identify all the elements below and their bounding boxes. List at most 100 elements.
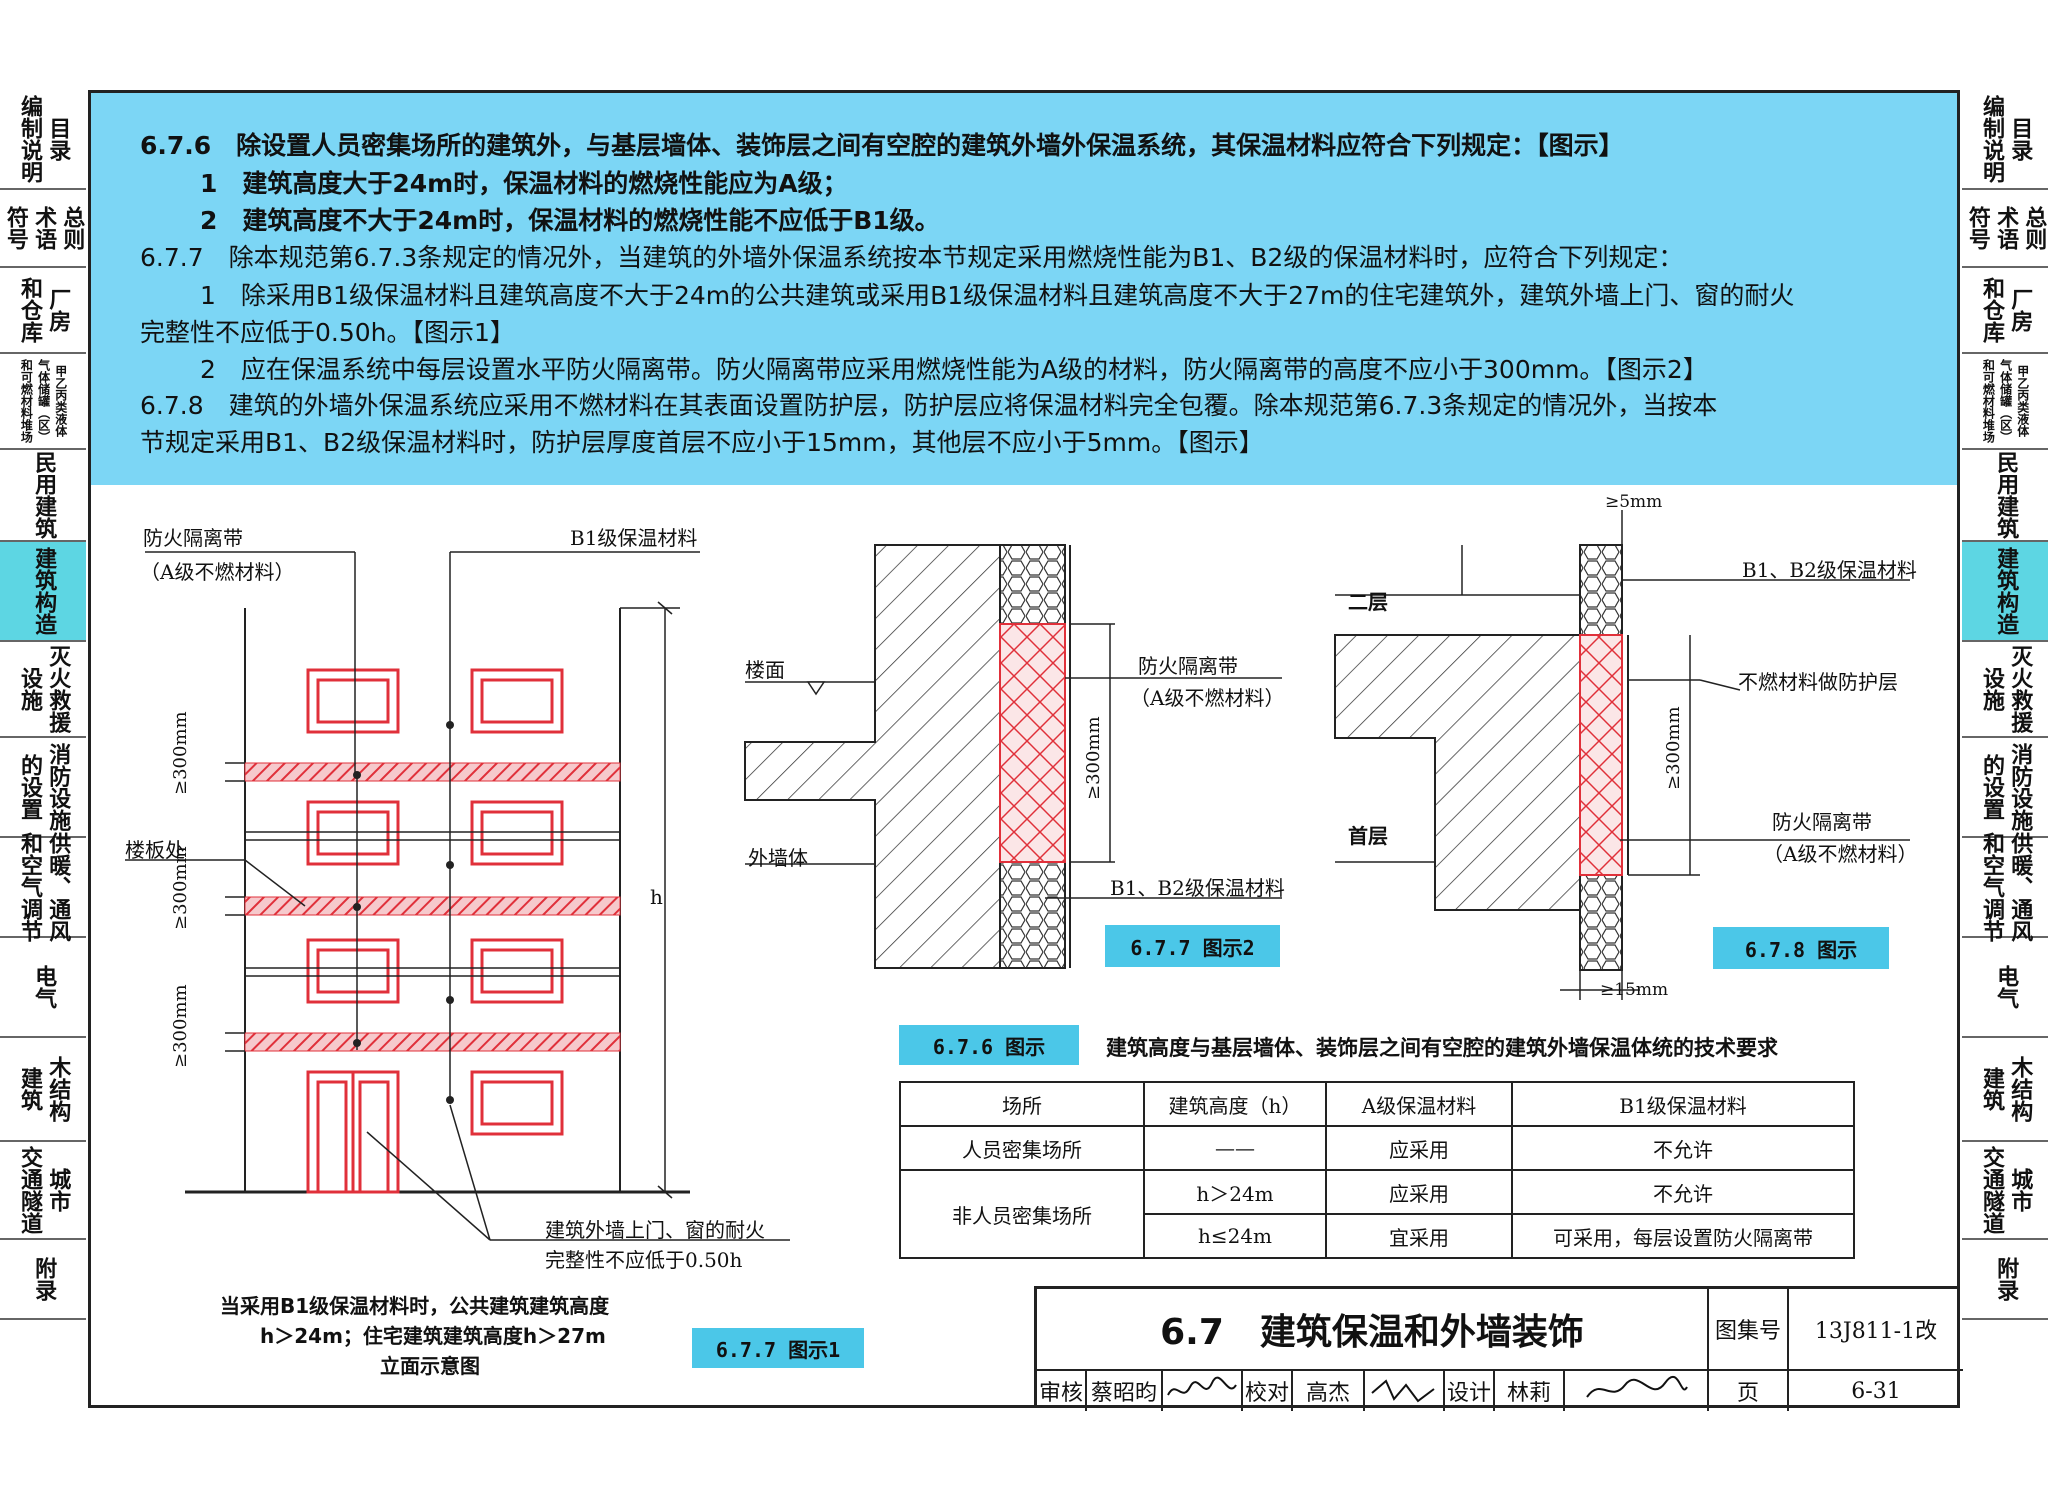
clause-6-7-7-item1a: 1 除采用B1级保温材料且建筑高度不大于24m的公共建筑或采用B1级保温材料且建… xyxy=(200,281,1795,310)
tab-label-part: 和仓库 xyxy=(17,277,42,343)
fig2-band-label: 防火隔离带 xyxy=(1138,654,1238,678)
tab-label-part: 消防设施 xyxy=(45,743,71,831)
header-place: 场所 xyxy=(899,1081,1145,1127)
right-tab-12[interactable]: 附录 xyxy=(1962,1240,2048,1320)
right-tab-label: 消防设施的设置 xyxy=(1979,743,2032,831)
tab-label-part: 电气 xyxy=(1993,965,2019,1009)
left-tab-label: 附录 xyxy=(31,1257,56,1301)
page-frame xyxy=(88,90,1960,1408)
clause-6-7-7-item1b: 完整性不应低于0.50h。【图示1】 xyxy=(140,318,515,347)
left-tab-6[interactable]: 灭火救援设施 xyxy=(0,642,86,738)
right-tab-2[interactable]: 厂房和仓库 xyxy=(1962,268,2048,354)
cell: 可采用，每层设置防火隔离带 xyxy=(1511,1213,1855,1259)
table-row: 非人员密集场所 h＞24m 应采用 不允许 xyxy=(899,1169,1855,1259)
tab-label-part: 民用建筑 xyxy=(31,451,57,539)
tab-label-part: 交通隧道 xyxy=(17,1146,42,1234)
right-tab-7[interactable]: 消防设施的设置 xyxy=(1962,738,2048,838)
table-title: 建筑高度与基层墙体、装饰层之间有空腔的建筑外墙保温体统的技术要求 xyxy=(1106,1036,1778,1060)
fig3-dim-bottom: ≥15mm xyxy=(1600,980,1669,1000)
checker-name: 高杰 xyxy=(1291,1371,1363,1411)
review-label: 审核 xyxy=(1038,1381,1083,1406)
tab-label-part: 符号 xyxy=(1964,206,1990,250)
right-tab-3[interactable]: 甲乙丙类液体气体储罐（区）和可燃材料堆场 xyxy=(1962,354,2048,450)
left-tab-5[interactable]: 建筑构造 xyxy=(0,542,86,642)
right-tab-label: 城市交通隧道 xyxy=(1979,1146,2033,1234)
sheet-title: 6.7 建筑保温和外墙装饰 xyxy=(1160,1312,1584,1353)
right-tab-label: 厂房和仓库 xyxy=(1979,277,2033,343)
fig3-dim-300: ≥300mm xyxy=(1663,706,1684,790)
fig3-b1b2-label: B1、B2级保温材料 xyxy=(1742,558,1917,582)
fig3-band-label: 防火隔离带 xyxy=(1772,810,1872,834)
right-tab-5[interactable]: 建筑构造 xyxy=(1962,542,2048,642)
right-tab-1[interactable]: 总则术语符号 xyxy=(1962,190,2048,268)
tab-label-part: 总则 xyxy=(59,206,85,250)
tab-label-part: 厂房 xyxy=(45,288,71,332)
right-tab-6[interactable]: 灭火救援设施 xyxy=(1962,642,2048,738)
left-tab-2[interactable]: 厂房和仓库 xyxy=(0,268,86,354)
figure-section-fire-band xyxy=(744,544,1282,969)
fig1-caption2: h＞24m；住宅建筑建筑高度h＞27m xyxy=(260,1324,606,1348)
tab-label-part: 木结构 xyxy=(2007,1056,2033,1122)
table-row: h≤24m 宜采用 可采用，每层设置防火隔离带 xyxy=(900,1213,1855,1259)
left-tab-4[interactable]: 民用建筑 xyxy=(0,450,86,542)
left-tab-9[interactable]: 电气 xyxy=(0,938,86,1038)
tab-label-part: 和可燃材料堆场 xyxy=(19,359,34,443)
tab-label-part: 设施 xyxy=(1979,667,2004,711)
left-tab-1[interactable]: 总则术语符号 xyxy=(0,190,86,268)
left-tab-11[interactable]: 城市交通隧道 xyxy=(0,1142,86,1240)
cell: 宜采用 xyxy=(1325,1213,1513,1259)
right-tab-label: 目录编制说明 xyxy=(1979,95,2032,183)
tab-label-part: 城市 xyxy=(2007,1168,2033,1212)
left-tab-label: 消防设施的设置 xyxy=(17,743,71,831)
fig3-dim-top: ≥5mm xyxy=(1605,492,1663,512)
tab-label-part: 厂房 xyxy=(2007,288,2033,332)
tab-label-part: 灭火救援 xyxy=(45,645,71,733)
header-b1-material: B1级保温材料 xyxy=(1511,1081,1855,1127)
tab-label-part: 木结构 xyxy=(45,1056,71,1122)
tab-label-part: 灭火救援 xyxy=(2007,645,2033,733)
clause-6-7-8b: 节规定采用B1、B2级保温材料时，防护层厚度首层不应小于15mm，其他层不应小于… xyxy=(140,428,1264,457)
right-tab-label: 木结构建筑 xyxy=(1979,1056,2033,1122)
tab-label-part: 术语 xyxy=(31,206,57,250)
right-tab-4[interactable]: 民用建筑 xyxy=(1962,450,2048,542)
right-tab-10[interactable]: 木结构建筑 xyxy=(1962,1038,2048,1142)
left-tab-3[interactable]: 甲乙丙类液体气体储罐（区）和可燃材料堆场 xyxy=(0,354,86,450)
right-tab-0[interactable]: 目录编制说明 xyxy=(1962,90,2048,190)
left-tab-label: 建筑构造 xyxy=(31,547,56,635)
figure-elevation xyxy=(125,551,790,1241)
tab-label-part: 符号 xyxy=(2,206,28,250)
left-tab-10[interactable]: 木结构建筑 xyxy=(0,1038,86,1142)
reviewer-signature xyxy=(1161,1371,1241,1411)
clause-6-7-6-item1: 1 建筑高度大于24m时，保温材料的燃烧性能应为A级； xyxy=(200,169,848,198)
tab-label-part: 气体储罐（区） xyxy=(36,359,51,443)
tab-label-part: 甲乙丙类液体 xyxy=(53,365,68,437)
left-tab-7[interactable]: 消防设施的设置 xyxy=(0,738,86,838)
tab-label-part: 编制说明 xyxy=(1979,95,2004,183)
left-tab-label: 甲乙丙类液体气体储罐（区）和可燃材料堆场 xyxy=(19,359,67,443)
tab-label-part: 建筑 xyxy=(1979,1067,2004,1111)
tab-label-part: 总则 xyxy=(2021,206,2047,250)
cell: 不允许 xyxy=(1511,1125,1855,1171)
fig1-dim-300-a: ≥300mm xyxy=(170,711,191,795)
fig1-dim-300-b: ≥300mm xyxy=(170,846,191,930)
tab-label-part: 甲乙丙类液体 xyxy=(2015,365,2030,437)
fig2-tag: 6.7.7 图示2 xyxy=(1105,925,1280,967)
fig3-band-sub: （A级不燃材料） xyxy=(1763,842,1918,866)
right-tab-9[interactable]: 电气 xyxy=(1962,938,2048,1038)
header-a-material: A级保温材料 xyxy=(1325,1081,1513,1127)
left-tab-0[interactable]: 目录编制说明 xyxy=(0,90,86,190)
fig1-dim-300-c: ≥300mm xyxy=(170,984,191,1068)
right-tab-label: 甲乙丙类液体气体储罐（区）和可燃材料堆场 xyxy=(1981,359,2029,443)
atlas-number: 13J811-1改 xyxy=(1787,1289,1963,1369)
tab-label-part: 建筑构造 xyxy=(1993,547,2019,635)
left-tab-8[interactable]: 供暖、通风和空气调节 xyxy=(0,832,86,942)
table-row: 人员密集场所 —— 应采用 不允许 xyxy=(899,1125,1855,1171)
designer-signature xyxy=(1563,1371,1707,1411)
fig3-second-floor: 二层 xyxy=(1348,590,1388,614)
left-tab-label: 总则术语符号 xyxy=(3,206,84,250)
left-tab-label: 城市交通隧道 xyxy=(17,1146,70,1234)
right-tab-8[interactable]: 供暖、通风和空气调节 xyxy=(1962,832,2048,942)
left-tab-12[interactable]: 附录 xyxy=(0,1240,86,1320)
right-tab-11[interactable]: 城市交通隧道 xyxy=(1962,1142,2048,1240)
design-label: 设计 xyxy=(1443,1371,1493,1411)
